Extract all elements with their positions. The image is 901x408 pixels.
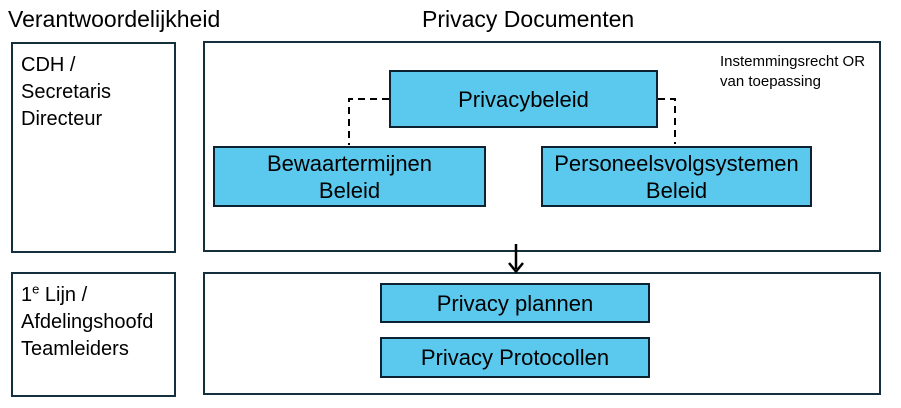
role-line: Teamleiders <box>21 338 129 360</box>
personeelsvolgsystemen-label-line: Beleid <box>645 177 708 203</box>
role-line: Directeur <box>21 108 103 130</box>
bewaartermijnen-beleid-box: Bewaartermijnen Beleid <box>213 146 486 207</box>
role-box-cdh-secretaris-directeur: CDH / Secretaris Directeur <box>11 42 176 253</box>
privacybeleid-label: Privacybeleid <box>458 86 589 112</box>
role-line-rest: Lijn / <box>39 284 88 306</box>
responsibility-column-header: Verantwoordelijkheid <box>8 6 221 32</box>
superscript-e: e <box>32 281 40 297</box>
privacy-protocollen-box: Privacy Protocollen <box>380 337 650 378</box>
or-consent-note: Instemmingsrecht OR van toepassing <box>720 52 865 92</box>
role-line: Afdelingshoofd <box>21 311 154 333</box>
role-line-base: 1 <box>21 284 33 306</box>
personeelsvolgsystemen-beleid-box: Personeelsvolgsystemen Beleid <box>541 146 812 207</box>
privacy-plannen-box: Privacy plannen <box>380 283 650 323</box>
personeelsvolgsystemen-label-line: Personeelsvolgsystemen <box>554 150 799 176</box>
role-box-eerste-lijn: 1e Lijn / Afdelingshoofd Teamleiders <box>11 272 176 397</box>
bewaartermijnen-label-line: Bewaartermijnen <box>266 150 433 176</box>
privacy-documents-header: Privacy Documenten <box>422 6 635 32</box>
role-line: 1e Lijn / <box>21 282 170 309</box>
or-consent-note-line: Instemmingsrecht OR <box>720 53 866 70</box>
role-line: Secretaris <box>21 81 112 103</box>
privacybeleid-box: Privacybeleid <box>389 70 658 128</box>
or-consent-note-line: van toepassing <box>720 73 821 90</box>
role-line: CDH / <box>21 54 76 76</box>
flow-arrow-head <box>508 262 524 274</box>
privacy-plannen-label: Privacy plannen <box>436 290 594 316</box>
privacy-protocollen-label: Privacy Protocollen <box>420 345 610 370</box>
bewaartermijnen-label-line: Beleid <box>318 177 381 203</box>
